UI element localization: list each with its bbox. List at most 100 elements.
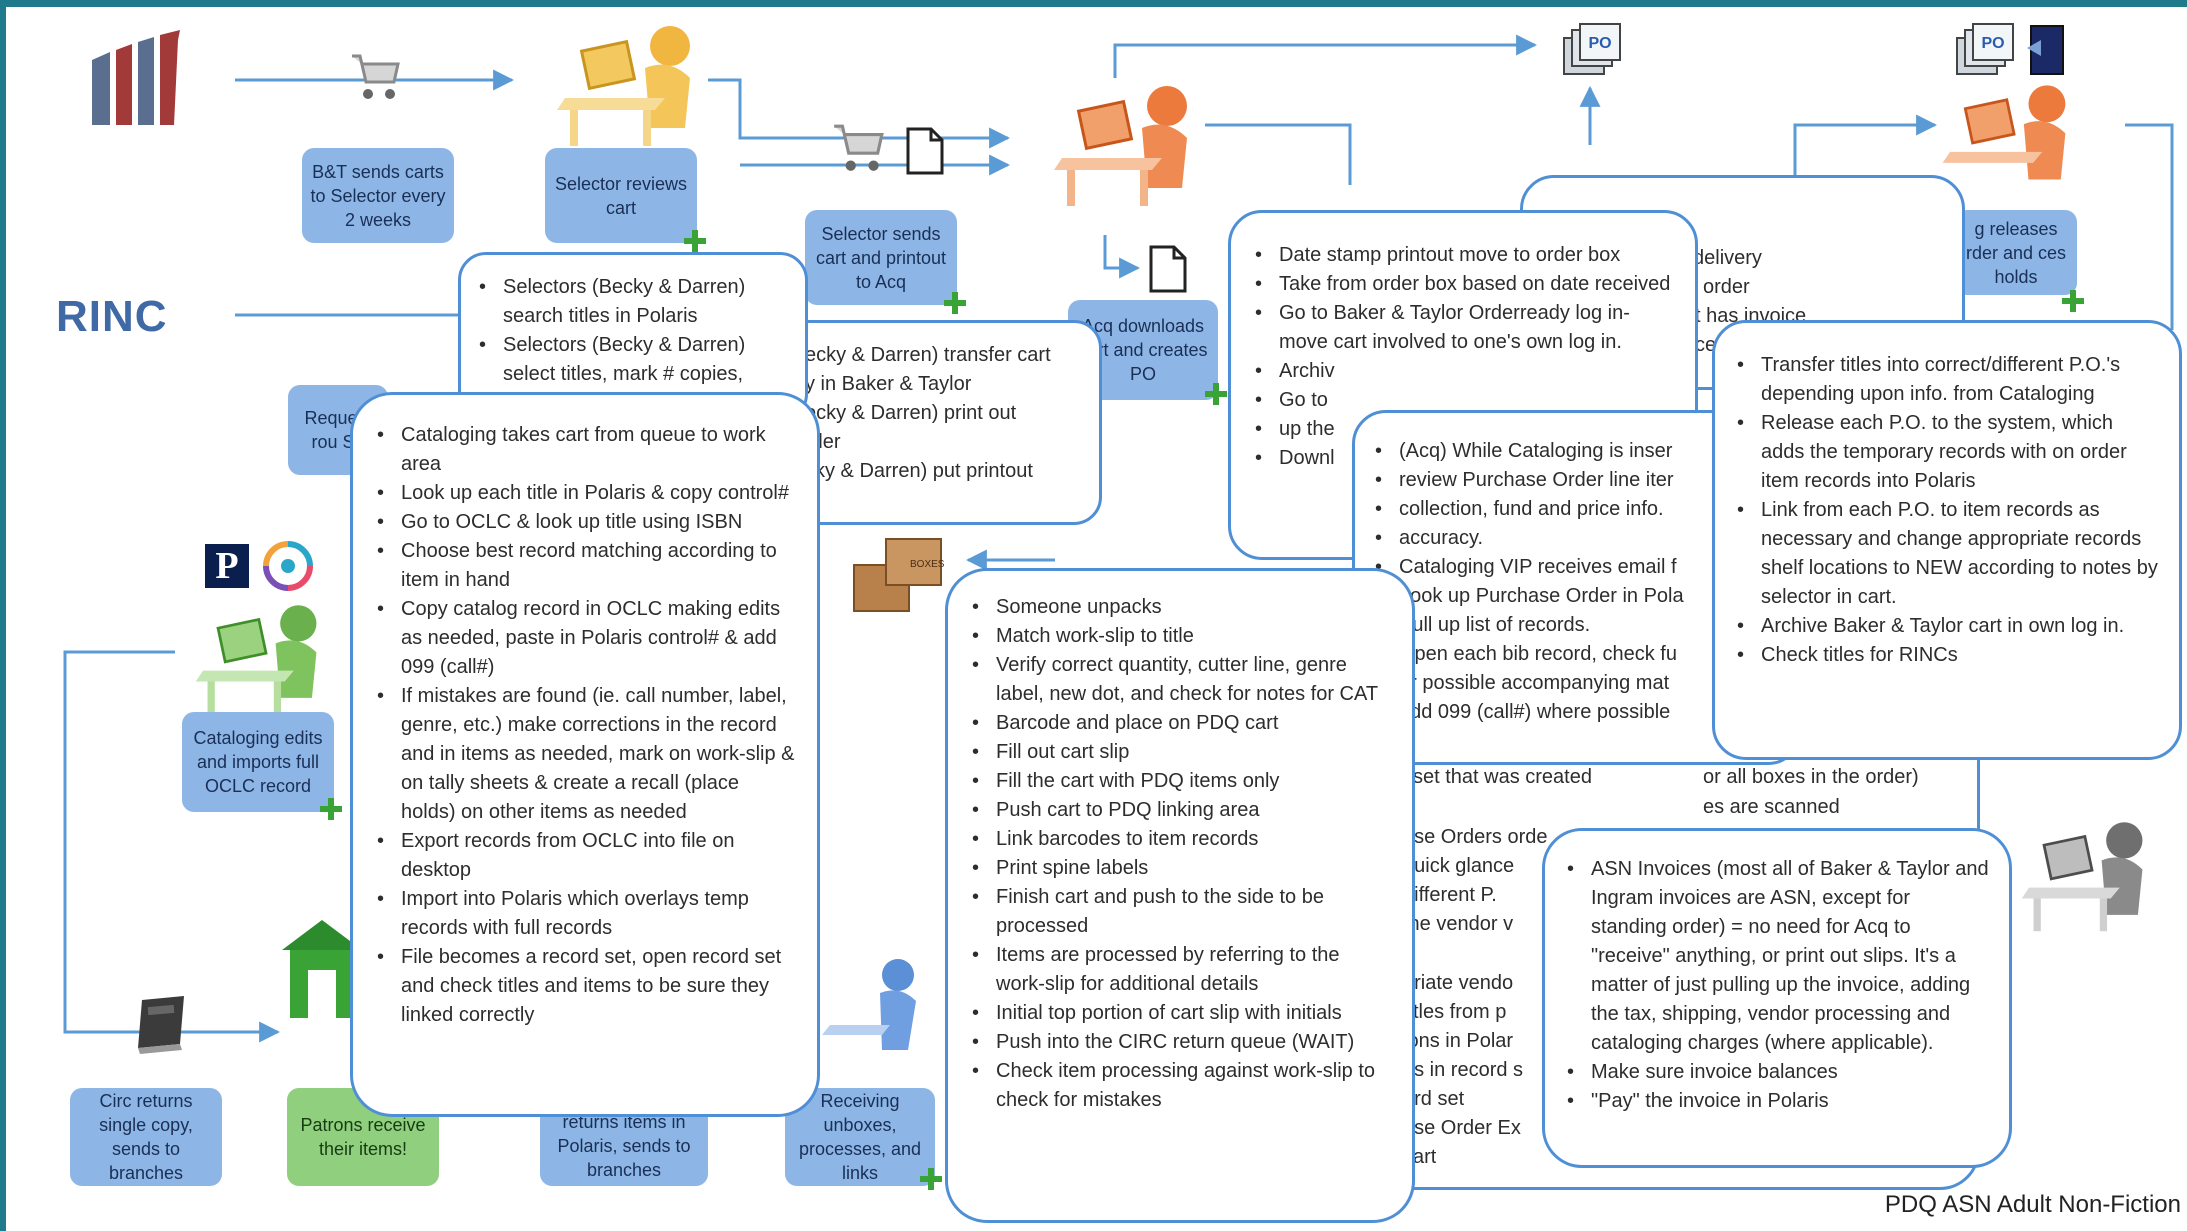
list-item: Copy catalog record in OCLC making edits… — [367, 595, 795, 682]
left-border — [0, 0, 6, 1231]
oclc-logo-icon — [263, 541, 313, 591]
list-item: "Pay" the invoice in Polaris — [1557, 1087, 1991, 1116]
list-item: Date stamp printout move to order box — [1245, 241, 1677, 270]
list-item: Transfer titles into correct/different P… — [1727, 351, 2161, 409]
step-receiving[interactable]: Receiving unboxes, processes, and links — [785, 1088, 935, 1186]
list-item: Finish cart and push to the side to be p… — [962, 883, 1390, 941]
shopping-cart-icon — [352, 54, 400, 99]
list-item: Go to — [1245, 386, 1677, 415]
cataloging-person-icon — [195, 605, 317, 715]
fragment-text: ions in Polar — [1403, 1030, 1514, 1052]
list-item: Archive Baker & Taylor cart in own log i… — [1727, 612, 2161, 641]
fragment-text: es in record s — [1403, 1059, 1524, 1081]
list-item: Fill out cart slip — [962, 738, 1390, 767]
polaris-logo-icon: P — [205, 544, 249, 588]
fragment-text: priate vendo — [1403, 972, 1514, 994]
fragment-text: or all boxes in the order) — [1703, 766, 1919, 788]
po-label: PO — [1588, 35, 1611, 52]
list-item: Export records from OCLC into file on de… — [367, 827, 795, 885]
callout-unpack: Someone unpacks Match work-slip to title… — [945, 568, 1415, 1223]
list-item: Cataloging VIP receives email f — [1365, 553, 1789, 582]
list-item: Look up each title in Polaris & copy con… — [367, 479, 795, 508]
fragment-text: es are scanned — [1703, 796, 1840, 818]
step-circ-returns[interactable]: Circ returns single copy, sends to branc… — [70, 1088, 222, 1186]
list-item: Push into the CIRC return queue (WAIT) — [962, 1028, 1390, 1057]
callout-cataloging: Cataloging takes cart from queue to work… — [350, 392, 820, 1117]
fragment-text: cky & Darren) put printout — [805, 460, 1033, 482]
fragment-text: y in Baker & Taylor — [805, 373, 972, 395]
add-plus-icon — [2062, 290, 2084, 312]
selector-person-icon — [557, 26, 690, 146]
list-item: accuracy. — [1365, 524, 1789, 553]
list-item: Link from each P.O. to item records as n… — [1727, 496, 2161, 612]
list-item: Choose best record matching according to… — [367, 537, 795, 595]
purchase-order-icon: PO — [1956, 23, 2014, 75]
rinc-label: RINC — [56, 292, 168, 341]
step-selector-reviews[interactable]: Selector reviews cart — [545, 148, 697, 243]
list-item: Downl — [1245, 444, 1677, 473]
fragment-text: ce — [1695, 334, 1717, 356]
list-item: Match work-slip to title — [962, 622, 1390, 651]
list-item: Import into Polaris which overlays temp … — [367, 885, 795, 943]
book-icon — [138, 996, 184, 1054]
list-item: Items are processed by referring to the … — [962, 941, 1390, 999]
list-item: Someone unpacks — [962, 593, 1390, 622]
list-item: Make sure invoice balances — [1557, 1058, 1991, 1087]
list-item: If mistakes are found (ie. call number, … — [367, 682, 795, 827]
list-item: Check titles for RINCs — [1727, 641, 2161, 670]
list-item: File becomes a record set, open record s… — [367, 943, 795, 1030]
boxes-label: BOXES — [910, 559, 945, 570]
library-building-icon — [282, 920, 362, 1018]
list-item: Go to Baker & Taylor Orderready log in-m… — [1245, 299, 1677, 357]
acq-person-icon — [1942, 85, 2066, 180]
shopping-cart-icon — [834, 124, 884, 171]
step-bt-sends[interactable]: B&T sends carts to Selector every 2 week… — [302, 148, 454, 243]
fragment-text: order — [1703, 276, 1750, 298]
add-plus-icon — [684, 230, 706, 252]
add-plus-icon — [1205, 383, 1227, 405]
list-item: Push cart to PDQ linking area — [962, 796, 1390, 825]
document-icon — [1149, 245, 1187, 293]
fragment-text: quick glance — [1403, 855, 1515, 877]
callout-asn: ASN Invoices (most all of Baker & Taylor… — [1542, 828, 2012, 1168]
callout-transfer-po: Transfer titles into correct/different P… — [1712, 320, 2182, 760]
list-item: Selectors (Becky & Darren) search titles… — [469, 273, 795, 331]
document-icon — [906, 127, 944, 175]
step-releases[interactable]: g releases rder and ces holds — [1955, 210, 2077, 295]
list-item: Link barcodes to item records — [962, 825, 1390, 854]
list-item: Archiv — [1245, 357, 1677, 386]
list-item: Check item processing against work-slip … — [962, 1057, 1390, 1115]
fragment-text: titles from p — [1403, 1001, 1507, 1023]
list-item: Barcode and place on PDQ cart — [962, 709, 1390, 738]
list-item: review Purchase Order line iter — [1365, 466, 1789, 495]
fragment-text: the vendor v — [1403, 913, 1514, 935]
library-logo-icon — [92, 30, 180, 125]
list-item: Print spine labels — [962, 854, 1390, 883]
list-item: Selectors (Becky & Darren) select titles… — [469, 331, 795, 389]
gray-person-icon — [2021, 822, 2143, 932]
add-plus-icon — [944, 292, 966, 314]
list-item: Verify correct quantity, cutter line, ge… — [962, 651, 1390, 709]
list-item: Initial top portion of cart slip with in… — [962, 999, 1390, 1028]
list-item: Fill the cart with PDQ items only — [962, 767, 1390, 796]
purchase-order-icon: PO — [1563, 23, 1621, 75]
fragment-text: ecky & Darren) transfer cart — [805, 344, 1051, 366]
add-plus-icon — [920, 1168, 942, 1190]
acq-person-icon — [1054, 86, 1187, 206]
fragment-text: set that was created — [1413, 766, 1592, 788]
list-item: ASN Invoices (most all of Baker & Taylor… — [1557, 855, 1991, 1058]
fragment-text: ecky & Darren) print out — [805, 402, 1017, 424]
boxes-icon: BOXES — [853, 538, 945, 612]
fragment-text: ord set — [1403, 1088, 1465, 1110]
list-item: Cataloging takes cart from queue to work… — [367, 421, 795, 479]
fragment-text: ase Order Ex — [1403, 1117, 1521, 1139]
door-icon — [2027, 25, 2064, 75]
list-item: collection, fund and price info. — [1365, 495, 1789, 524]
diagram-footer-title: PDQ ASN Adult Non-Fiction — [1884, 1191, 2181, 1218]
top-border — [0, 0, 2187, 7]
fragment-text: different P. — [1403, 884, 1497, 906]
step-selector-sends[interactable]: Selector sends cart and printout to Acq — [805, 210, 957, 305]
step-cataloging[interactable]: Cataloging edits and imports full OCLC r… — [182, 712, 334, 812]
fragment-text: delivery — [1693, 247, 1762, 269]
